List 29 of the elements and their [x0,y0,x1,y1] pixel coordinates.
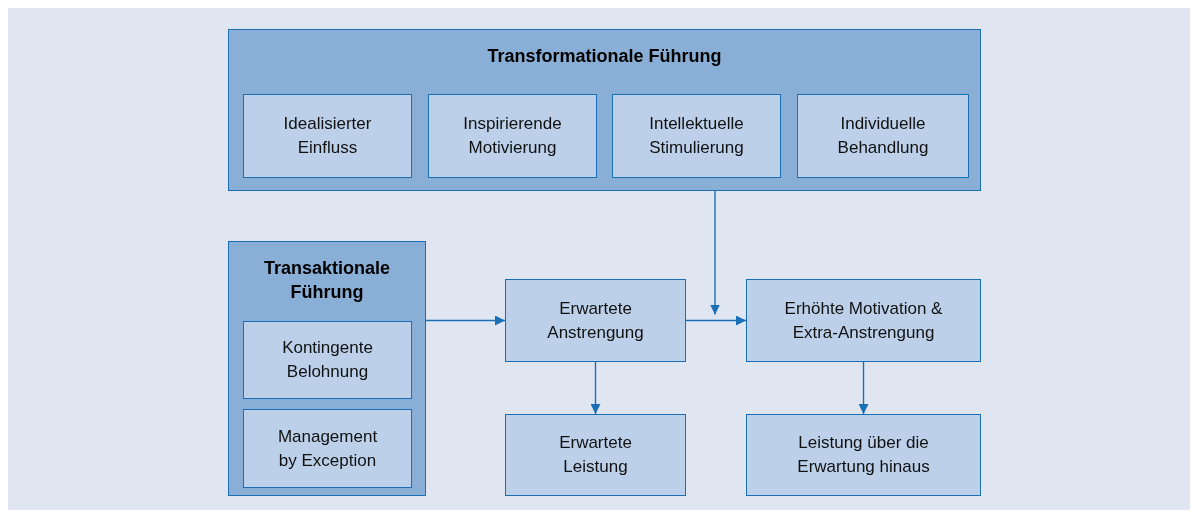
box-label: Erhöhte Motivation & Extra-Anstrengung [783,297,944,344]
group-panel [228,241,426,496]
arrow [590,361,601,415]
box-label: Erwartete Leistung [558,432,633,478]
box-label: Intellektuelle Stimulierung [648,113,745,159]
concept-box [243,94,412,178]
concept-box [797,94,969,178]
group-heading: Transaktionale Führung [262,257,392,304]
box-label: Individuelle Behandlung [836,113,930,159]
concept-box [243,321,412,399]
concept-box [746,279,981,362]
arrow [425,315,506,326]
box-label: Management by Exception [276,425,379,472]
group-panel [228,29,981,191]
arrow [710,190,720,316]
arrow [685,315,747,326]
box-label: Inspirierende Motivierung [462,113,563,159]
concept-box [612,94,781,178]
box-label: Idealisierter Einfluss [282,113,373,159]
concept-box [243,409,412,488]
box-label: Leistung über die Erwartung hinaus [796,432,931,478]
concept-box [505,279,686,362]
concept-box [505,414,686,496]
concept-box [428,94,597,178]
concept-box [746,414,981,496]
group-heading: Transformationale Führung [486,45,723,68]
arrow [858,361,869,415]
box-label: Erwartete Anstrengung [546,297,645,344]
box-label: Kontingente Belohnung [281,337,374,383]
